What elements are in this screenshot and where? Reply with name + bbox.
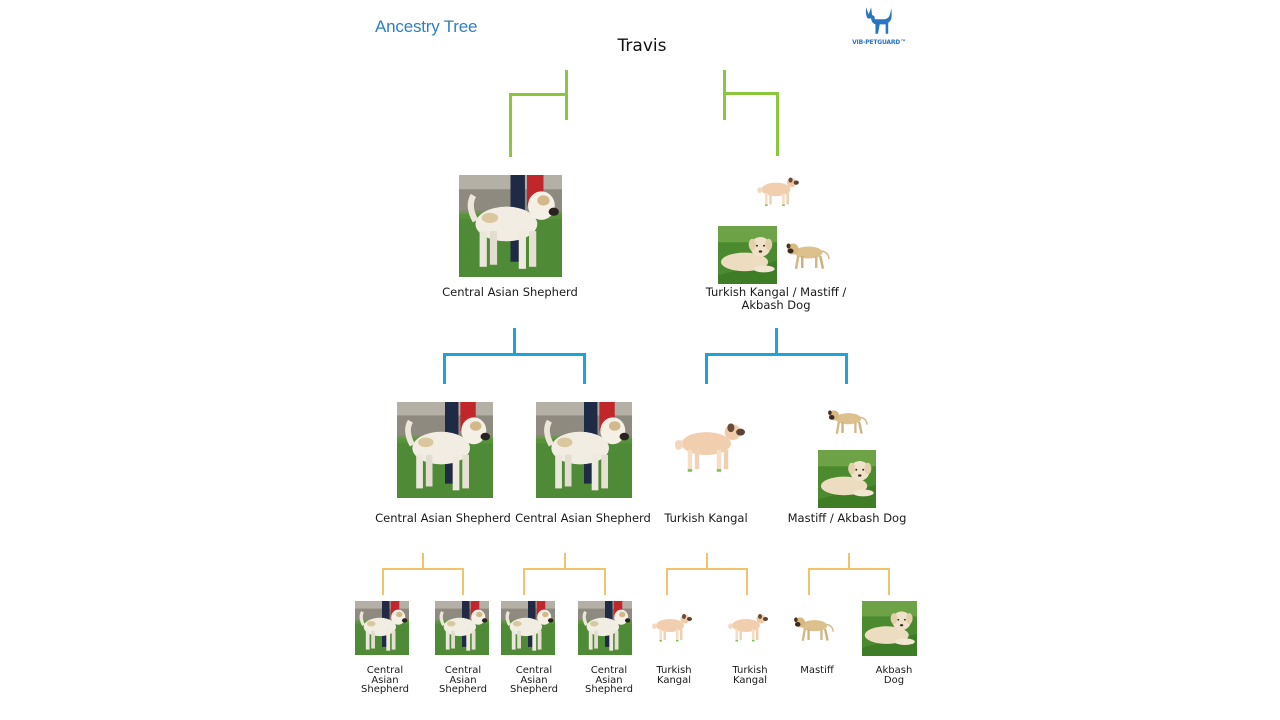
label-line: Akbash (875, 665, 913, 676)
turkish-kangal-photo (646, 603, 696, 653)
connector-line (422, 553, 424, 570)
connector-line (443, 353, 446, 384)
parent-label-line1: Turkish Kangal / Mastiff / (705, 285, 847, 299)
connector-line (443, 353, 586, 356)
parent-label: Turkish Kangal / Mastiff / Akbash Dog (676, 286, 876, 312)
great-grandparent-label: Turkish Kangal (717, 666, 783, 685)
label-line: Central (515, 665, 553, 676)
mastiff-photo (777, 230, 835, 280)
connector-line (775, 328, 778, 355)
turkish-kangal-photo (750, 166, 804, 218)
turkish-kangal-photo (722, 603, 772, 653)
turkish-kangal-photo (662, 404, 754, 492)
label-line: Asian (449, 674, 477, 686)
label-line: Asian (371, 674, 399, 686)
great-grandparent-label: Central Asian Shepherd (430, 666, 496, 695)
connector-line (583, 353, 586, 384)
great-grandparent-label: Mastiff (784, 666, 850, 676)
grandparent-label: Central Asian Shepherd (375, 511, 511, 525)
connector-line (509, 93, 568, 96)
label-line: Shepherd (439, 684, 487, 695)
dog-silhouette-icon (861, 4, 895, 38)
connector-line (382, 568, 464, 570)
connector-line (776, 92, 779, 156)
label-line: Central (590, 665, 628, 676)
mastiff-photo (786, 605, 838, 651)
akbash-dog-photo (862, 601, 917, 656)
label-line: Kangal (732, 674, 768, 686)
central-asian-shepherd-photo (501, 601, 555, 655)
connector-line (509, 93, 512, 157)
central-asian-shepherd-photo (536, 402, 632, 498)
akbash-dog-photo (718, 226, 777, 284)
central-asian-shepherd-photo (397, 402, 493, 498)
connector-line (382, 568, 384, 595)
central-asian-shepherd-photo (459, 175, 562, 277)
connector-line (723, 92, 779, 95)
connector-line (746, 568, 748, 595)
connector-line (888, 568, 890, 595)
label-line: Shepherd (585, 684, 633, 695)
connector-line (808, 568, 810, 595)
parent-label: Central Asian Shepherd (442, 285, 578, 299)
label-line: Asian (520, 674, 548, 686)
great-grandparent-label: Turkish Kangal (641, 666, 707, 685)
connector-line (666, 568, 748, 570)
parent-label-line2: Akbash Dog (741, 298, 811, 312)
label-line: Central (444, 665, 482, 676)
label-line: Mastiff (800, 665, 834, 676)
label-line: Central (366, 665, 404, 676)
central-asian-shepherd-photo (355, 601, 409, 655)
connector-line (523, 568, 606, 570)
connector-line (666, 568, 668, 595)
great-grandparent-label: Akbash Dog (861, 666, 927, 685)
brand-title: Ancestry Tree (375, 17, 478, 36)
central-asian-shepherd-photo (435, 601, 489, 655)
great-grandparent-label: Central Asian Shepherd (501, 666, 567, 695)
label-line: Kangal (656, 674, 692, 686)
label-line: Turkish (732, 665, 768, 676)
label-line: Shepherd (510, 684, 558, 695)
great-grandparent-label: Central Asian Shepherd (352, 666, 418, 695)
label-line: Turkish (656, 665, 692, 676)
label-line: Asian (595, 674, 623, 686)
connector-line (564, 553, 566, 570)
mastiff-photo (816, 398, 876, 444)
connector-line (723, 70, 726, 120)
connector-line (808, 568, 890, 570)
label-line: Shepherd (361, 684, 409, 695)
connector-line (848, 553, 850, 570)
root-dog-name: Travis (617, 36, 667, 56)
grandparent-label: Mastiff / Akbash Dog (787, 511, 907, 525)
central-asian-shepherd-photo (578, 601, 632, 655)
grandparent-label: Turkish Kangal (664, 511, 748, 525)
label-line: Dog (883, 674, 905, 686)
connector-line (705, 353, 848, 356)
brand-logo[interactable]: VIB-PETGUARD™ (848, 4, 910, 50)
akbash-dog-photo (818, 450, 876, 508)
connector-line (523, 568, 525, 595)
logo-text: VIB-PETGUARD™ (852, 39, 906, 46)
grandparent-label: Central Asian Shepherd (515, 511, 651, 525)
connector-line (845, 353, 848, 384)
connector-line (705, 353, 708, 384)
connector-line (513, 328, 516, 355)
connector-line (604, 568, 606, 595)
great-grandparent-label: Central Asian Shepherd (576, 666, 642, 695)
connector-line (462, 568, 464, 595)
connector-line (706, 553, 708, 570)
